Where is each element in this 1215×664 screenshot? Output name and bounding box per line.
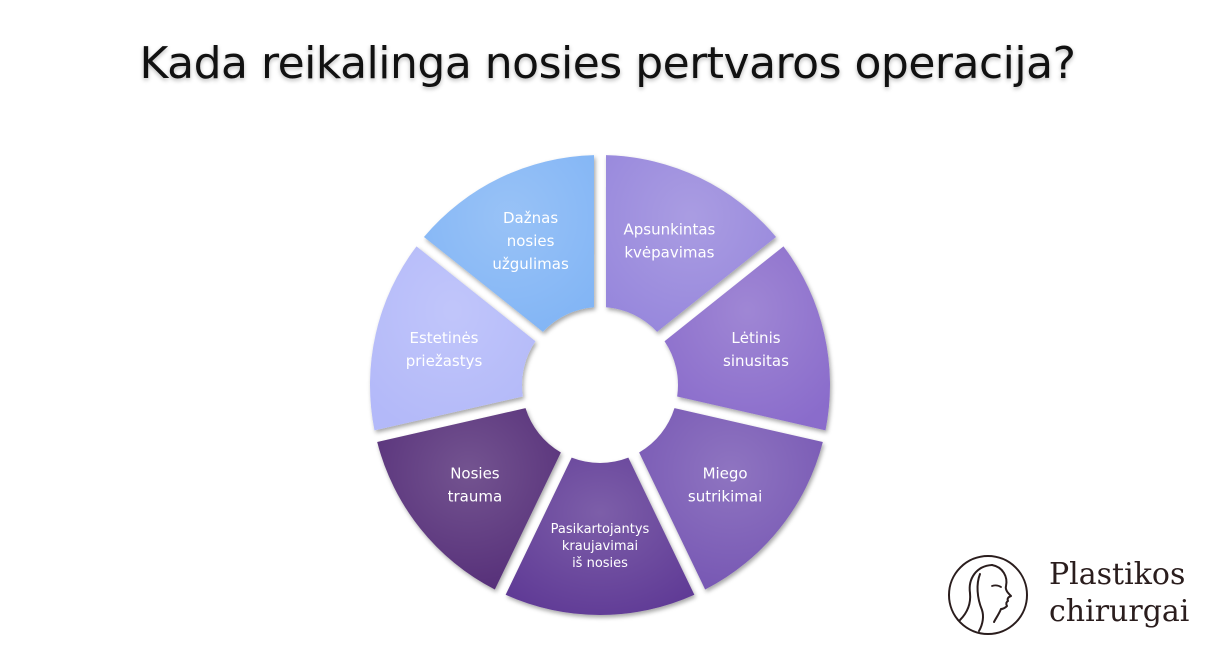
segment-label-line: Dažnas bbox=[503, 209, 558, 227]
page-title: Kada reikalinga nosies pertvaros operaci… bbox=[139, 38, 1076, 89]
segment-label-line: Nosies bbox=[450, 464, 500, 482]
segment-label-4: Pasikartojantys kraujavimai iš nosies bbox=[551, 522, 650, 571]
segment-label-line: priežastys bbox=[406, 352, 483, 370]
segment-2-gloss bbox=[664, 246, 830, 431]
woman-profile-icon bbox=[948, 555, 1028, 635]
segment-label-7: Dažnas nosies užgulimas bbox=[492, 209, 569, 273]
segment-label-3: Miego sutrikimai bbox=[688, 464, 762, 505]
segment-7-gloss bbox=[423, 155, 595, 332]
segment-1-gloss bbox=[605, 155, 777, 332]
segment-label-line: nosies bbox=[507, 232, 555, 250]
brand-logo: Plastikos chirurgai bbox=[946, 552, 1196, 642]
segment-label-line: kraujavimai bbox=[562, 539, 638, 554]
segment-label-line: Lėtinis bbox=[731, 329, 780, 347]
segment-label-line: Apsunkintas bbox=[623, 220, 715, 238]
segment-4-gloss bbox=[505, 457, 695, 615]
segment-label-line: trauma bbox=[448, 487, 503, 505]
segment-3-gloss bbox=[639, 408, 823, 590]
segment-label-1: Apsunkintas kvėpavimas bbox=[623, 220, 715, 261]
segment-label-6: Estetinės priežastys bbox=[406, 329, 483, 370]
segment-5-gloss bbox=[377, 408, 561, 590]
logo-line-2: chirurgai bbox=[1049, 594, 1190, 629]
logo-line-1: Plastikos bbox=[1049, 557, 1186, 592]
segment-label-line: užgulimas bbox=[492, 255, 569, 273]
segment-label-line: Pasikartojantys bbox=[551, 522, 650, 537]
segment-label-line: Estetinės bbox=[410, 329, 479, 347]
segment-6-gloss bbox=[370, 246, 536, 431]
segment-label-line: sinusitas bbox=[723, 352, 789, 370]
segment-label-5: Nosies trauma bbox=[448, 464, 503, 505]
segment-label-line: Miego bbox=[703, 464, 748, 482]
segment-label-2: Lėtinis sinusitas bbox=[723, 329, 789, 370]
segment-label-line: iš nosies bbox=[572, 556, 628, 571]
segment-label-line: sutrikimai bbox=[688, 487, 762, 505]
segment-label-line: kvėpavimas bbox=[624, 243, 714, 261]
